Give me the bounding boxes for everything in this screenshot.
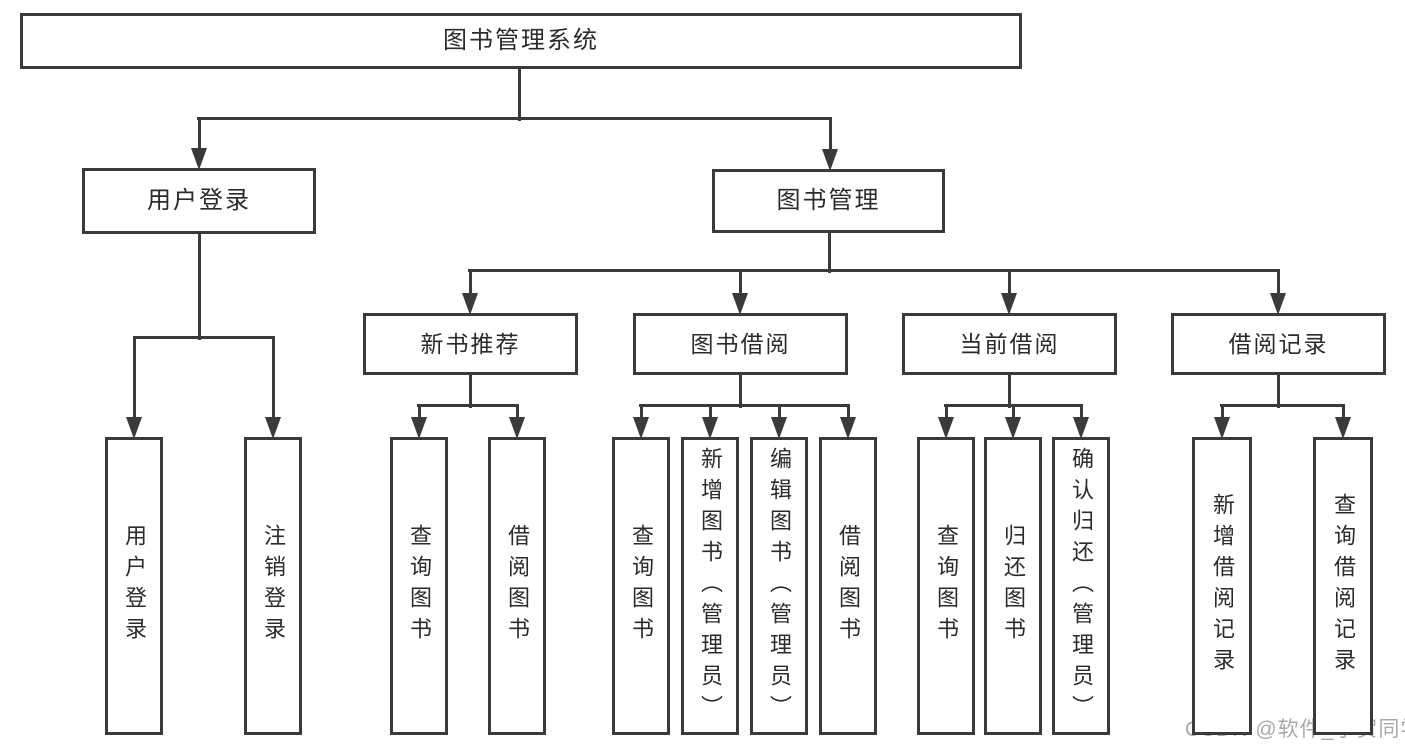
arrow-down-icon xyxy=(938,417,954,439)
connector-horizontal-line xyxy=(197,116,832,120)
node-borrowing-records-label: 借阅记录 xyxy=(1228,330,1329,357)
arrow-stem xyxy=(828,118,832,155)
node-borrowing-records: 借阅记录 xyxy=(1171,313,1386,375)
arrow-stem xyxy=(1007,270,1011,299)
leaf-query-books-borrowing: 查询图书 xyxy=(612,437,670,735)
leaf-query-books-recommend-label: 查询图书 xyxy=(407,524,432,648)
leaf-edit-books-admin-label: 编辑图书（管理员） xyxy=(767,446,792,726)
connector-vertical-line xyxy=(827,233,831,273)
arrow-down-icon xyxy=(822,149,838,171)
leaf-query-books-recommend: 查询图书 xyxy=(390,437,448,735)
leaf-confirm-return-admin: 确认归还（管理员） xyxy=(1052,437,1110,735)
connector-vertical-line xyxy=(517,68,521,121)
leaf-confirm-return-admin-label: 确认归还（管理员） xyxy=(1069,446,1094,726)
connector-vertical-line xyxy=(1007,375,1011,408)
arrow-stem xyxy=(197,118,201,154)
leaf-logout-label: 注销登录 xyxy=(261,524,286,648)
node-current-borrowing-label: 当前借阅 xyxy=(959,330,1060,357)
leaf-borrow-books-recommend: 借阅图书 xyxy=(488,437,546,735)
arrow-stem xyxy=(846,405,850,423)
arrow-down-icon xyxy=(1270,293,1286,315)
connector-vertical-line xyxy=(197,234,201,340)
arrow-down-icon xyxy=(633,417,649,439)
arrow-down-icon xyxy=(732,293,748,315)
connector-vertical-line xyxy=(738,375,742,408)
node-new-book-recommend: 新书推荐 xyxy=(363,313,578,375)
leaf-query-books-borrowing-label: 查询图书 xyxy=(629,524,654,648)
arrow-stem xyxy=(515,405,519,423)
connector-vertical-line xyxy=(1276,375,1280,408)
arrow-down-icon xyxy=(1005,417,1021,439)
leaf-query-borrow-record: 查询借阅记录 xyxy=(1313,437,1373,735)
arrow-down-icon xyxy=(771,417,787,439)
node-book-borrowing: 图书借阅 xyxy=(633,313,848,375)
arrow-down-icon xyxy=(411,417,427,439)
leaf-query-books-current: 查询图书 xyxy=(917,437,975,735)
connector-horizontal-line xyxy=(1220,403,1345,407)
arrow-down-icon xyxy=(1001,293,1017,315)
node-root-label: 图书管理系统 xyxy=(443,27,599,54)
arrow-down-icon xyxy=(265,417,281,439)
node-book-management-label: 图书管理 xyxy=(776,187,881,214)
arrow-down-icon xyxy=(1335,417,1351,439)
arrow-stem xyxy=(1276,270,1280,299)
arrow-stem xyxy=(1341,405,1345,423)
arrow-down-icon xyxy=(509,417,525,439)
leaf-add-borrow-record: 新增借阅记录 xyxy=(1192,437,1252,735)
leaf-borrow-books-borrowing-label: 借阅图书 xyxy=(836,524,861,648)
arrow-stem xyxy=(1220,405,1224,423)
node-book-borrowing-label: 图书借阅 xyxy=(690,330,791,357)
leaf-add-borrow-record-label: 新增借阅记录 xyxy=(1210,493,1235,679)
node-current-borrowing: 当前借阅 xyxy=(902,313,1117,375)
connector-horizontal-line xyxy=(468,268,1280,272)
arrow-down-icon xyxy=(191,148,207,170)
node-user-login: 用户登录 xyxy=(82,168,316,234)
arrow-stem xyxy=(468,270,472,299)
arrow-down-icon xyxy=(1214,417,1230,439)
leaf-borrow-books-borrowing: 借阅图书 xyxy=(819,437,877,735)
arrow-down-icon xyxy=(462,293,478,315)
node-user-login-label: 用户登录 xyxy=(147,187,251,214)
leaf-edit-books-admin: 编辑图书（管理员） xyxy=(750,437,808,735)
node-new-book-recommend-label: 新书推荐 xyxy=(420,330,521,357)
connector-horizontal-line xyxy=(639,403,850,407)
arrow-stem xyxy=(1011,405,1015,423)
arrow-down-icon xyxy=(840,417,856,439)
arrow-stem xyxy=(639,405,643,423)
node-book-management: 图书管理 xyxy=(712,169,945,233)
arrow-stem xyxy=(777,405,781,423)
connector-vertical-line xyxy=(468,375,472,408)
arrow-stem xyxy=(1079,405,1083,423)
arrow-stem xyxy=(708,405,712,423)
arrow-stem xyxy=(271,337,275,423)
connector-horizontal-line xyxy=(133,335,275,339)
arrow-stem xyxy=(944,405,948,423)
leaf-user-login-label: 用户登录 xyxy=(122,524,147,648)
leaf-return-books: 归还图书 xyxy=(984,437,1042,735)
node-root: 图书管理系统 xyxy=(20,13,1022,69)
arrow-stem xyxy=(417,405,421,423)
arrow-stem xyxy=(132,337,136,423)
leaf-query-borrow-record-label: 查询借阅记录 xyxy=(1331,493,1356,679)
leaf-user-login: 用户登录 xyxy=(105,437,163,735)
arrow-down-icon xyxy=(702,417,718,439)
leaf-query-books-current-label: 查询图书 xyxy=(934,524,959,648)
arrow-stem xyxy=(738,270,742,299)
leaf-logout: 注销登录 xyxy=(244,437,302,735)
leaf-return-books-label: 归还图书 xyxy=(1001,524,1026,648)
leaf-borrow-books-recommend-label: 借阅图书 xyxy=(505,524,530,648)
leaf-add-books-admin-label: 新增图书（管理员） xyxy=(698,446,723,726)
arrow-down-icon xyxy=(1073,417,1089,439)
connector-horizontal-line xyxy=(417,403,519,407)
arrow-down-icon xyxy=(126,417,142,439)
leaf-add-books-admin: 新增图书（管理员） xyxy=(681,437,739,735)
